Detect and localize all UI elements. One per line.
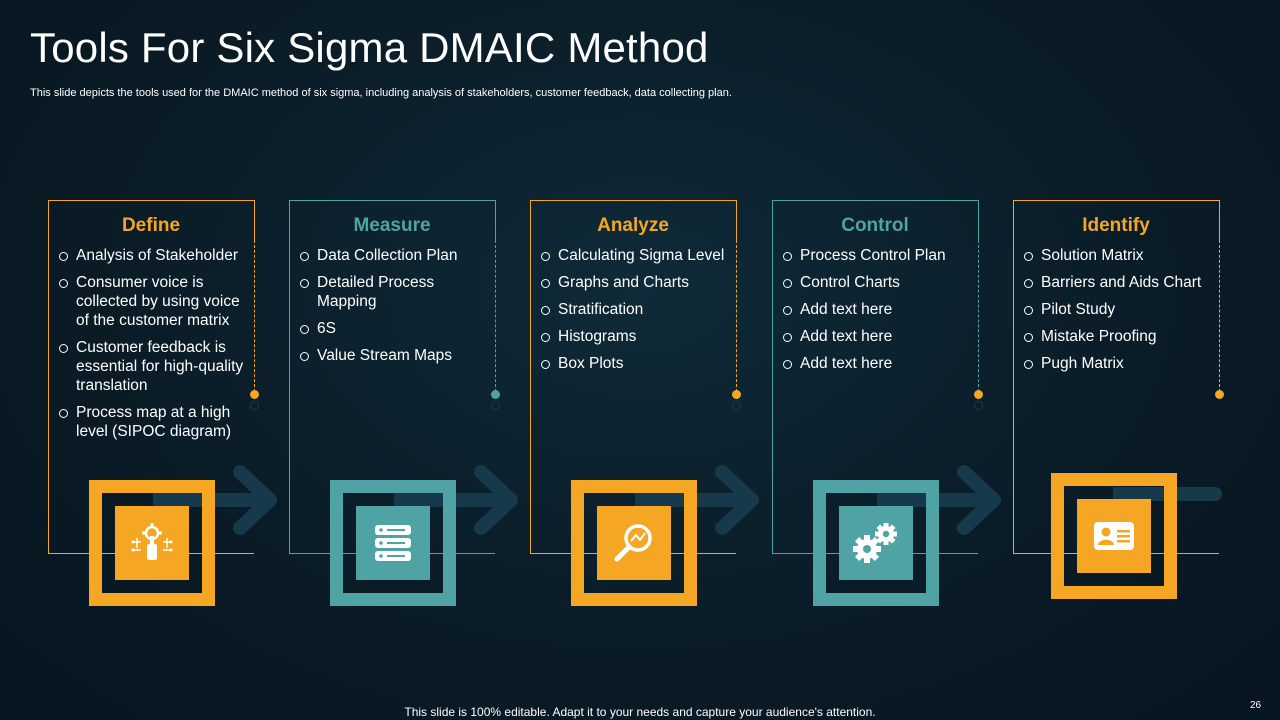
connector-ring (974, 401, 983, 410)
list-item: Consumer voice is collected by using voi… (58, 273, 252, 330)
connector-dashed-line (254, 240, 255, 392)
slide-title: Tools For Six Sigma DMAIC Method (30, 24, 709, 71)
stage-title: Identify (1082, 215, 1150, 236)
stage-title: Measure (353, 215, 431, 236)
connector-dashed-line (1219, 240, 1220, 392)
page-number: 26 (1250, 700, 1262, 711)
stage-control: Control Process Control Plan Control Cha… (772, 200, 1001, 610)
list-item: Analysis of Stakeholder (58, 246, 252, 265)
icon-frame (89, 480, 215, 606)
stage-item-list: Data Collection Plan Detailed Process Ma… (299, 246, 493, 373)
magnifier-chart-icon (614, 524, 652, 562)
list-item: Barriers and Aids Chart (1023, 273, 1217, 292)
stage-analyze: Analyze Calculating Sigma Level Graphs a… (530, 200, 759, 610)
stage-define: Define Analysis of Stakeholder Consumer … (48, 200, 277, 610)
list-item: Add text here (782, 354, 976, 373)
stage-title: Analyze (597, 215, 669, 236)
frame-edge (978, 200, 979, 240)
stage-item-list: Solution Matrix Barriers and Aids Chart … (1023, 246, 1217, 381)
icon-frame (571, 480, 697, 606)
stage-item-list: Process Control Plan Control Charts Add … (782, 246, 976, 381)
stage-item-list: Analysis of Stakeholder Consumer voice i… (58, 246, 252, 449)
stage-item-list: Calculating Sigma Level Graphs and Chart… (540, 246, 734, 381)
list-item: Process Control Plan (782, 246, 976, 265)
frame-edge (495, 200, 496, 240)
list-item: Data Collection Plan (299, 246, 493, 265)
icon-frame (813, 480, 939, 606)
stage-title: Control (841, 215, 909, 236)
list-item: Box Plots (540, 354, 734, 373)
list-item: Pugh Matrix (1023, 354, 1217, 373)
slide-subtitle: This slide depicts the tools used for th… (30, 87, 732, 99)
list-item: Pilot Study (1023, 300, 1217, 319)
gears-icon (853, 523, 897, 563)
icon-tile (839, 506, 913, 580)
connector-ring (491, 401, 500, 410)
list-item: Solution Matrix (1023, 246, 1217, 265)
list-item: Histograms (540, 327, 734, 346)
frame-edge (736, 200, 737, 240)
icon-tile (115, 506, 189, 580)
frame-edge (1219, 200, 1220, 240)
list-item: Mistake Proofing (1023, 327, 1217, 346)
icon-tile (597, 506, 671, 580)
list-item: Control Charts (782, 273, 976, 292)
connector-dot (491, 390, 500, 399)
list-item: Add text here (782, 327, 976, 346)
connector-dot (250, 390, 259, 399)
server-icon (375, 525, 411, 561)
gear-hand-icon (131, 523, 173, 560)
list-item: Graphs and Charts (540, 273, 734, 292)
id-card-icon (1094, 522, 1134, 550)
stage-title: Define (121, 215, 181, 236)
list-item: Value Stream Maps (299, 346, 493, 365)
connector-dashed-line (495, 240, 496, 392)
slide-footer: This slide is 100% editable. Adapt it to… (404, 705, 876, 719)
list-item: Process map at a high level (SIPOC diagr… (58, 403, 252, 441)
connector-dot (974, 390, 983, 399)
connector-dashed-line (978, 240, 979, 392)
stage-identify: Identify Solution Matrix Barriers and Ai… (1013, 200, 1224, 610)
stage-measure: Measure Data Collection Plan Detailed Pr… (289, 200, 518, 610)
connector-ring (732, 401, 741, 410)
connector-ring (250, 401, 259, 410)
connector-dot (732, 390, 741, 399)
list-item: Calculating Sigma Level (540, 246, 734, 265)
list-item: 6S (299, 319, 493, 338)
connector-dashed-line (736, 240, 737, 392)
frame-edge (254, 200, 255, 240)
connector-dot (1215, 390, 1224, 399)
icon-tile (356, 506, 430, 580)
list-item: Customer feedback is essential for high-… (58, 338, 252, 395)
list-item: Add text here (782, 300, 976, 319)
icon-frame (1051, 473, 1177, 599)
icon-tile (1077, 499, 1151, 573)
list-item: Detailed Process Mapping (299, 273, 493, 311)
icon-frame (330, 480, 456, 606)
list-item: Stratification (540, 300, 734, 319)
